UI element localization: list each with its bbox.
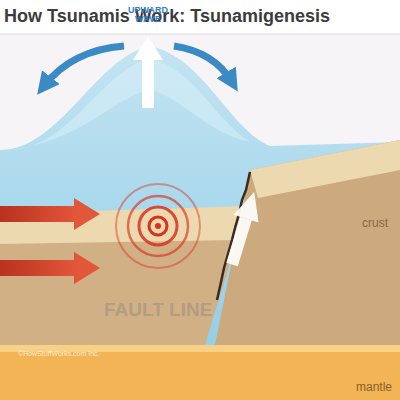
wave-label: UPWARD WAVE <box>118 6 178 25</box>
layer-label: mantle <box>356 381 400 394</box>
uplift-arrow <box>220 188 267 268</box>
right-crust-plate <box>215 140 400 345</box>
spread-arrow <box>174 46 232 82</box>
layer-label: crust <box>362 217 400 230</box>
push-arrow <box>0 198 100 230</box>
header-band <box>0 0 400 34</box>
header-rule <box>0 34 400 35</box>
watermark: ©HowStuffWorks.com Inc. <box>18 350 138 357</box>
spread-arrow <box>44 46 124 86</box>
right-sediment <box>250 140 400 198</box>
push-arrow <box>0 252 100 284</box>
wave-highlight <box>10 58 250 150</box>
seafloor-sediment <box>0 206 246 246</box>
left-crust-plate <box>0 240 237 345</box>
upward-arrow <box>133 36 163 108</box>
mantle-layer <box>0 345 400 400</box>
diagram-title: How Tsunamis Work: Tsunamigenesis <box>4 7 396 26</box>
ocean-water <box>0 46 400 400</box>
epicenter-ripples <box>116 184 200 268</box>
fault-label: FAULT LINE <box>104 300 234 320</box>
